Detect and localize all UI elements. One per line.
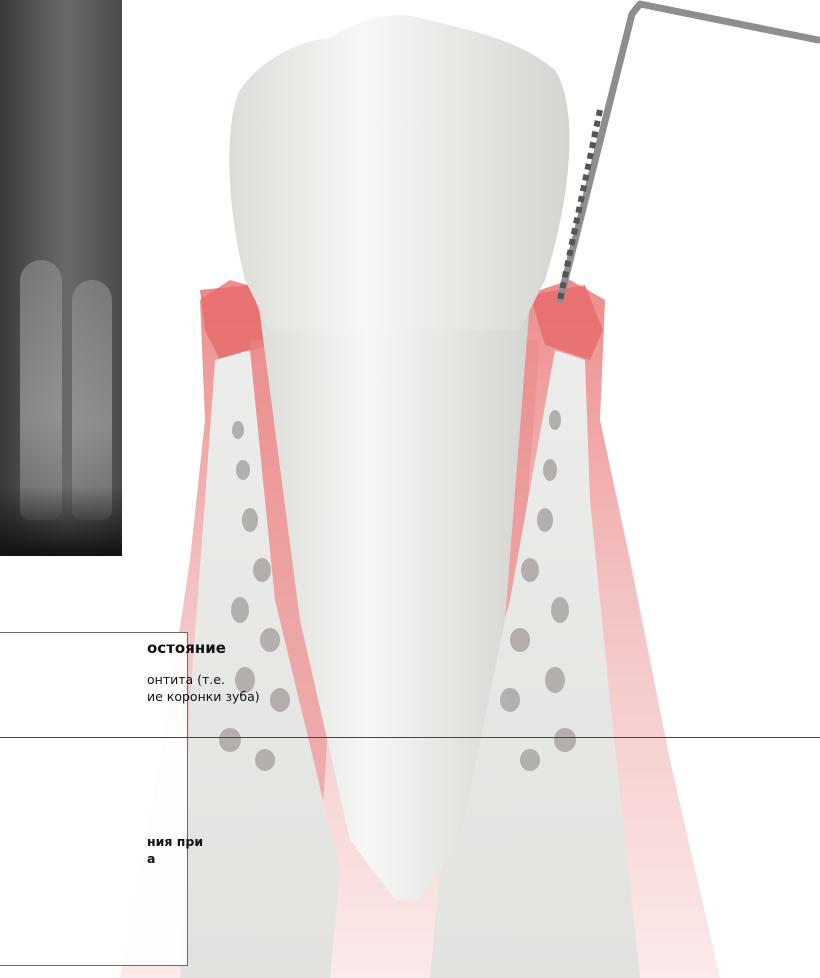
bone-trabecula bbox=[543, 459, 557, 481]
bone-trabecula bbox=[537, 508, 553, 532]
info-title: остояние bbox=[147, 639, 226, 657]
bone-trabecula bbox=[500, 688, 520, 712]
info-bold-line: ния при bbox=[147, 833, 203, 850]
bone-trabecula bbox=[242, 508, 258, 532]
bone-trabecula bbox=[521, 558, 539, 582]
bone-trabecula bbox=[219, 728, 241, 752]
bone-trabecula bbox=[236, 460, 250, 480]
bone-trabecula bbox=[551, 597, 569, 623]
bone-trabecula bbox=[253, 558, 271, 582]
bone-trabecula bbox=[510, 628, 530, 652]
bone-trabecula bbox=[255, 749, 275, 771]
bone-trabecula bbox=[554, 728, 576, 752]
bone-trabecula bbox=[232, 421, 244, 439]
bone-trabecula bbox=[549, 410, 561, 430]
info-box: остояние онтита (т.е. ие коронки зуба) н… bbox=[0, 632, 188, 966]
periodontal-probe bbox=[560, 4, 818, 300]
bone-trabecula bbox=[520, 749, 540, 771]
info-body: онтита (т.е. ие коронки зуба) bbox=[147, 671, 260, 705]
tooth-crown bbox=[229, 15, 569, 330]
bone-trabecula bbox=[270, 688, 290, 712]
info-bold-text: ния при а bbox=[147, 833, 203, 867]
info-body-line: ие коронки зуба) bbox=[147, 688, 260, 705]
info-body-line: онтита (т.е. bbox=[147, 671, 260, 688]
info-bold-line: а bbox=[147, 850, 203, 867]
bone-trabecula bbox=[231, 597, 249, 623]
bone-trabecula bbox=[545, 667, 565, 693]
bone-trabecula bbox=[260, 628, 280, 652]
divider bbox=[0, 737, 820, 738]
